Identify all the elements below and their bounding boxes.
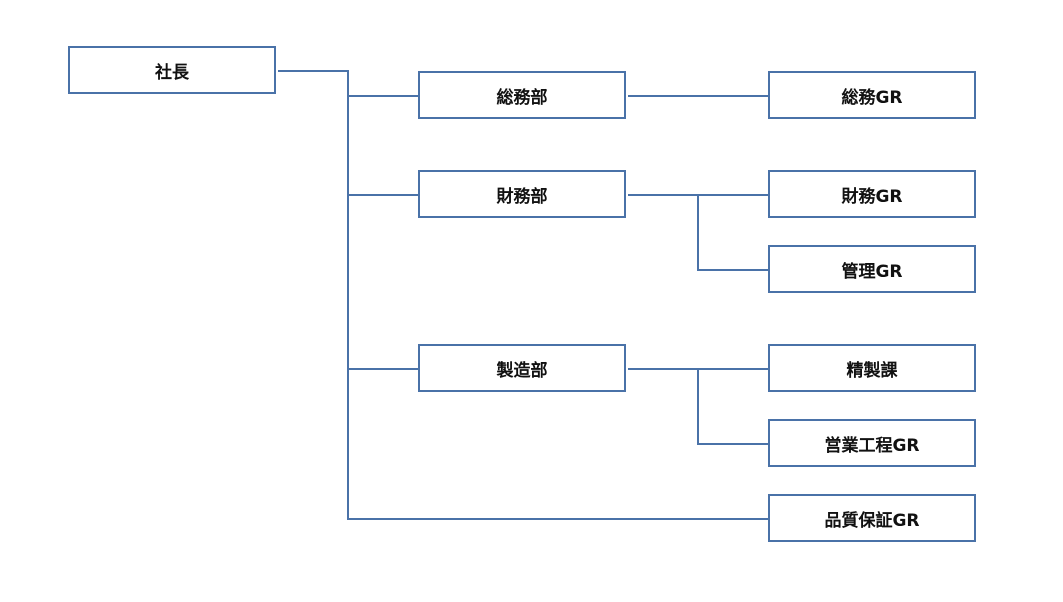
connector-finance-dept-to-mgmt-gr: [697, 195, 768, 271]
node-general-affairs-gr: 総務GR: [768, 71, 976, 119]
node-president: 社長: [68, 46, 276, 94]
node-quality-assurance-gr: 品質保証GR: [768, 494, 976, 542]
node-refining-section: 精製課: [768, 344, 976, 392]
connector-president-trunk: [278, 70, 768, 520]
node-sales-process-gr: 営業工程GR: [768, 419, 976, 467]
node-general-affairs-dept: 総務部: [418, 71, 626, 119]
connector-mfg-dept-to-sales-process: [697, 369, 768, 445]
node-finance-dept: 財務部: [418, 170, 626, 218]
node-finance-gr: 財務GR: [768, 170, 976, 218]
node-manufacturing-dept: 製造部: [418, 344, 626, 392]
node-management-gr: 管理GR: [768, 245, 976, 293]
